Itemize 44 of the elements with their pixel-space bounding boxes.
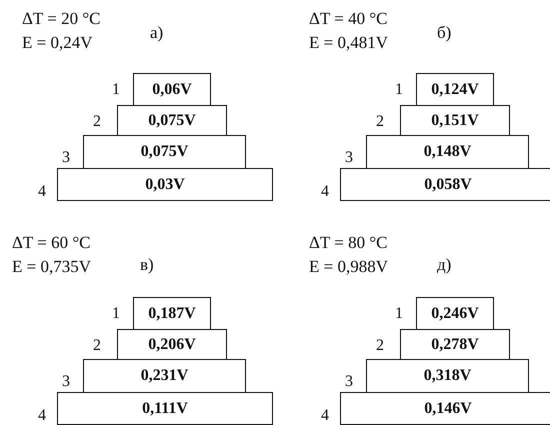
layer-box: 0,075V xyxy=(117,105,227,136)
voltage-label: E = 0,735V xyxy=(12,258,91,276)
temperature-difference-label: ΔT = 80 °C xyxy=(309,234,388,252)
panel-label: б) xyxy=(437,24,452,42)
layer-number: 4 xyxy=(321,408,329,424)
layer-number: 2 xyxy=(376,338,384,354)
layer-box: 0,187V xyxy=(133,297,211,330)
layer-box: 0,278V xyxy=(400,329,510,360)
layer-box: 0,148V xyxy=(366,135,529,169)
layer-box: 0,111V xyxy=(57,392,273,425)
layer-box: 0,058V xyxy=(340,168,550,201)
layer-number: 3 xyxy=(62,374,70,390)
panel-label: в) xyxy=(140,256,154,274)
layer-number: 2 xyxy=(93,114,101,130)
voltage-label: E = 0,24V xyxy=(22,34,92,52)
layer-box: 0,146V xyxy=(340,392,550,425)
temperature-difference-label: ΔT = 60 °C xyxy=(12,234,90,252)
layer-number: 3 xyxy=(345,374,353,390)
layer-number: 2 xyxy=(376,114,384,130)
layer-number: 1 xyxy=(395,82,403,98)
layer-number: 1 xyxy=(395,306,403,322)
layer-box: 0,246V xyxy=(416,297,494,330)
voltage-label: E = 0,988V xyxy=(309,258,388,276)
panel-label: д) xyxy=(437,256,452,274)
panel-label: а) xyxy=(150,24,164,42)
layer-number: 4 xyxy=(321,184,329,200)
layer-box: 0,03V xyxy=(57,168,273,201)
layer-box: 0,151V xyxy=(400,105,510,136)
layer-box: 0,318V xyxy=(366,359,529,393)
layer-number: 3 xyxy=(62,150,70,166)
voltage-label: E = 0,481V xyxy=(309,34,388,52)
layer-number: 1 xyxy=(112,82,120,98)
layer-box: 0,075V xyxy=(83,135,246,169)
layer-number: 4 xyxy=(38,184,46,200)
layer-number: 4 xyxy=(38,408,46,424)
layer-box: 0,206V xyxy=(117,329,227,360)
layer-number: 2 xyxy=(93,338,101,354)
layer-number: 3 xyxy=(345,150,353,166)
temperature-difference-label: ΔT = 20 °C xyxy=(22,10,100,28)
temperature-difference-label: ΔT = 40 °C xyxy=(309,10,388,28)
layer-box: 0,124V xyxy=(416,73,494,106)
layer-box: 0,06V xyxy=(133,73,211,106)
layer-box: 0,231V xyxy=(83,359,246,393)
layer-number: 1 xyxy=(112,306,120,322)
